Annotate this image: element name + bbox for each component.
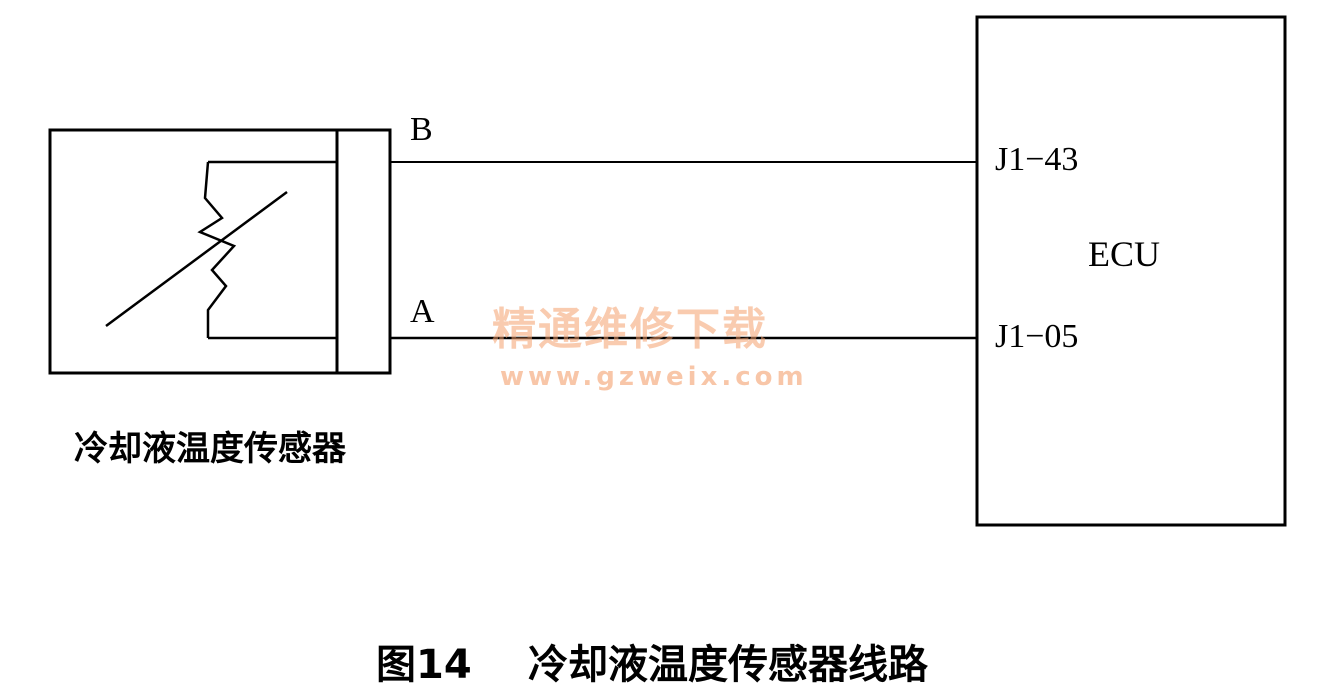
ecu-name-label: ECU: [1088, 234, 1160, 274]
ecu-pin-top-label: J1−43: [995, 141, 1079, 178]
ecu-pin-bottom-label: J1−05: [995, 318, 1079, 355]
thermistor-zigzag: [197, 161, 237, 338]
thermistor-variable-line: [105, 190, 288, 328]
figure-title: 冷却液温度传感器线路: [528, 642, 928, 688]
pin-a-label: A: [410, 293, 435, 330]
pin-b-label: B: [410, 111, 433, 148]
ecu-box: [975, 15, 1287, 527]
watermark-url: www.gzweix.com: [500, 362, 808, 392]
sensor-housing: [48, 128, 392, 375]
watermark-text: 精通维修下载: [492, 304, 768, 355]
sensor-name-label: 冷却液温度传感器: [74, 429, 346, 469]
figure-number: 图14: [376, 642, 472, 688]
